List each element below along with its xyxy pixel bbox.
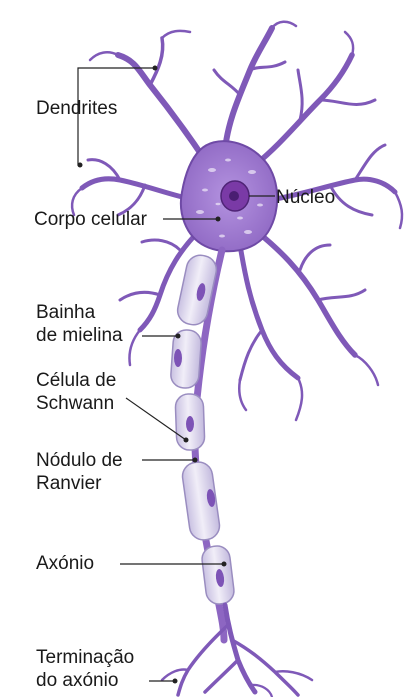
label-axon-terminal-line2: do axónio — [36, 669, 118, 692]
axon-terminals — [162, 605, 312, 697]
label-dendrites: Dendrites — [36, 97, 117, 120]
myelin-sheath — [170, 253, 235, 606]
myelin-segment — [175, 253, 219, 328]
label-myelin-sheath-line1: Bainha — [36, 301, 95, 324]
label-axon: Axónio — [36, 552, 94, 575]
label-node-of-ranvier-line2: Ranvier — [36, 472, 101, 495]
label-axon-terminal-line1: Terminação — [36, 646, 134, 669]
label-cell-body: Corpo celular — [34, 208, 147, 231]
label-node-of-ranvier-line1: Nódulo de — [36, 449, 123, 472]
myelin-segment — [181, 460, 222, 541]
label-nucleus: Núcleo — [276, 186, 335, 209]
nucleolus — [229, 191, 239, 201]
label-myelin-sheath-line2: de mielina — [36, 324, 123, 347]
label-schwann-cell-line2: Schwann — [36, 392, 114, 415]
label-schwann-cell-line1: Célula de — [36, 369, 116, 392]
